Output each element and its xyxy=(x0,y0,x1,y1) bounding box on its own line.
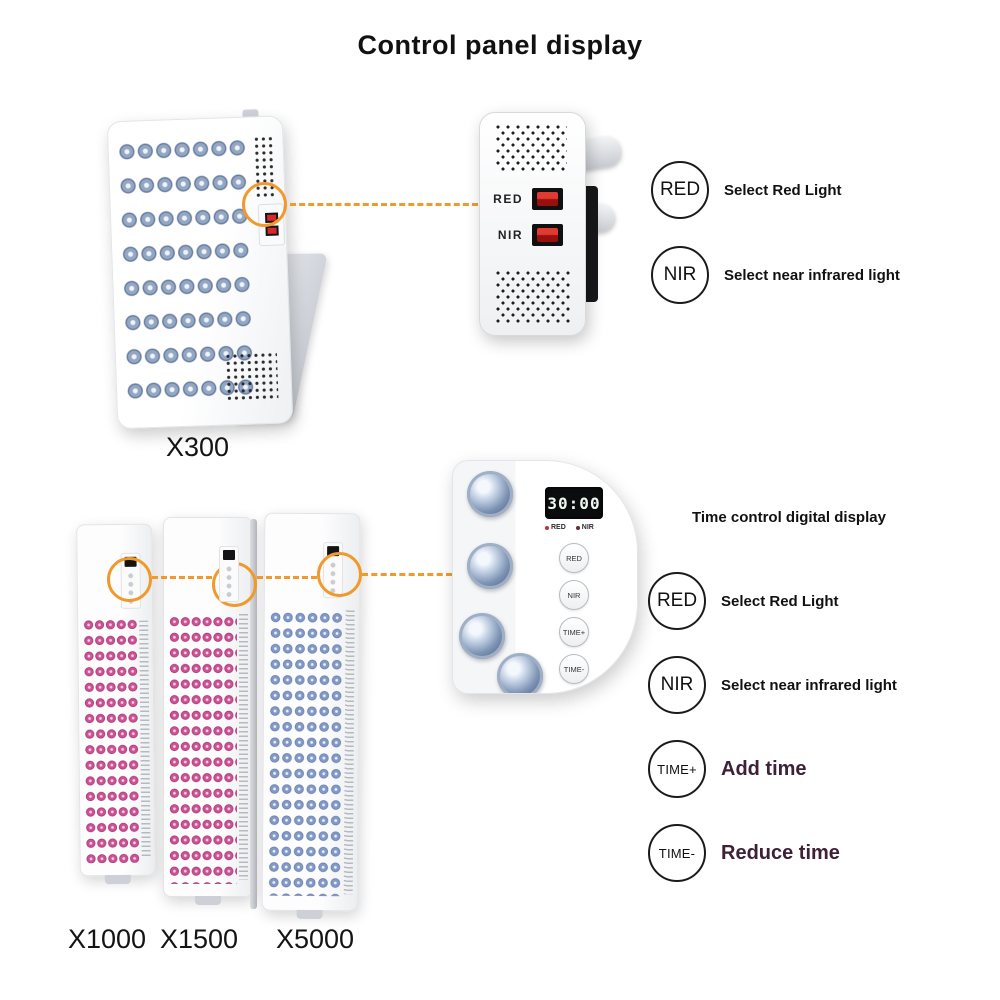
led-lens-icon xyxy=(467,471,513,517)
time-minus-badge: TIME- xyxy=(648,824,706,882)
rocker-red-inner xyxy=(537,192,558,206)
nir-button-badge: NIR xyxy=(648,656,706,714)
led-lens-icon xyxy=(467,543,513,589)
panel-button-time-minus: TIME- xyxy=(559,654,589,684)
time-control-heading: Time control digital display xyxy=(692,509,886,526)
callout-red-top: RED Select Red Light xyxy=(651,161,842,219)
nir-indicator-dot-icon xyxy=(575,525,580,530)
x1500-label: X1500 xyxy=(160,924,239,954)
x300-device xyxy=(106,109,328,430)
highlight-circle-x300 xyxy=(242,182,287,227)
red-indicator-dot-icon xyxy=(545,525,549,530)
red-button-badge: RED xyxy=(648,572,706,630)
led-lens-icon xyxy=(497,653,543,693)
callout-nir-bottom: NIR Select near infrared light xyxy=(648,656,897,714)
highlight-circle-x5000 xyxy=(317,552,362,597)
switch-label-nir: NIR xyxy=(497,228,523,242)
panel-button-time-plus: TIME+ xyxy=(559,617,589,647)
x1500-control-area xyxy=(218,546,239,602)
x300-vent-holes-bottom xyxy=(224,351,279,404)
callout-nir-top: NIR Select near infrared light xyxy=(651,246,900,304)
time-display: 30:00 xyxy=(545,487,603,519)
switch-row-nir: NIR xyxy=(491,224,563,246)
red-button-desc: Select Red Light xyxy=(724,181,842,199)
switch-label-red: RED xyxy=(493,192,523,206)
x1000-led-grid xyxy=(83,616,140,864)
indicator-nir: NIR xyxy=(575,524,594,531)
highlight-circle-x1000 xyxy=(107,557,152,602)
time-plus-desc: Add time xyxy=(721,757,807,780)
time-display-value: 30:00 xyxy=(547,493,601,513)
vent-holes-icon-bottom xyxy=(495,270,571,324)
connector-line-bottom-1 xyxy=(152,576,212,579)
connector-line-top xyxy=(290,203,478,206)
x1500-stand-pole xyxy=(250,519,257,909)
callout-red-bottom: RED Select Red Light xyxy=(648,572,839,630)
x300-nir-switch xyxy=(264,225,279,236)
led-lens-icon xyxy=(459,613,505,659)
vent-holes-icon-top xyxy=(495,124,567,172)
time-minus-desc: Reduce time xyxy=(721,841,840,864)
x5000-vent-strip xyxy=(343,610,355,895)
red-button-desc: Select Red Light xyxy=(721,592,839,610)
nir-button-desc: Select near infrared light xyxy=(724,266,900,284)
x300-control-zoom: RED NIR xyxy=(479,112,622,336)
mode-indicators: RED NIR xyxy=(545,524,594,531)
indicator-red-label: RED xyxy=(551,524,566,531)
connector-line-bottom-3 xyxy=(362,573,452,576)
callout-time-plus: TIME+ Add time xyxy=(648,740,807,798)
panel-button-nir: NIR xyxy=(559,580,589,610)
nir-button-desc: Select near infrared light xyxy=(721,676,897,694)
x1500-vent-strip xyxy=(239,614,248,880)
red-rocker-switch xyxy=(532,188,563,210)
nir-rocker-switch xyxy=(532,224,563,246)
rocker-nir-inner xyxy=(537,228,558,242)
indicator-nir-label: NIR xyxy=(581,524,594,531)
x1000-label: X1000 xyxy=(68,924,147,954)
x300-label: X300 xyxy=(166,432,230,462)
callout-time-minus: TIME- Reduce time xyxy=(648,824,840,882)
red-button-badge: RED xyxy=(651,161,709,219)
x1500-led-grid xyxy=(169,614,237,884)
switch-row-red: RED xyxy=(491,188,563,210)
tower-control-zoom: 30:00 RED NIR RED NIR TIME+ TIME- xyxy=(452,460,638,694)
connector-line-bottom-2 xyxy=(257,576,317,579)
indicator-red: RED xyxy=(545,524,566,531)
page-title: Control panel display xyxy=(357,30,643,60)
nir-button-badge: NIR xyxy=(651,246,709,304)
x5000-led-grid xyxy=(267,609,344,897)
panel-button-red: RED xyxy=(559,543,589,573)
x5000-label: X5000 xyxy=(276,924,355,954)
x1000-vent-strip xyxy=(139,620,151,859)
time-plus-badge: TIME+ xyxy=(648,740,706,798)
